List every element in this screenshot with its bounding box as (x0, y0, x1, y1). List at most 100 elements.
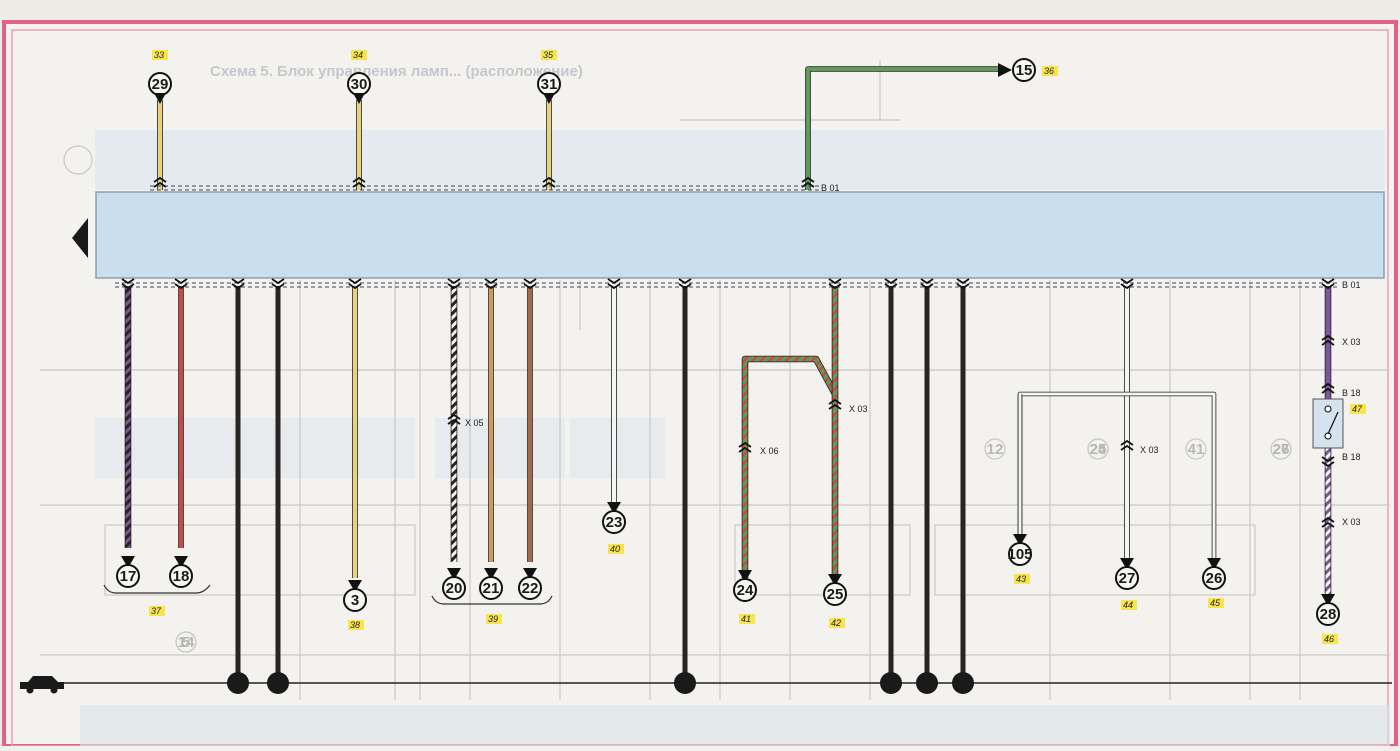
tag-42: 42 (831, 618, 841, 628)
switch-component (1312, 398, 1344, 449)
x03-chevron-27 (1120, 439, 1134, 451)
pointer-triangle-icon (72, 218, 88, 258)
connector-24-arrow-icon (738, 570, 752, 582)
top-connector-chevron (801, 176, 815, 188)
connector-105-arrow-icon (1013, 534, 1027, 546)
bottom-connector-chevron (231, 278, 245, 290)
connector-22 (518, 576, 542, 600)
connector-26-arrow-icon (1207, 558, 1221, 570)
tag-36: 36 (1044, 66, 1054, 76)
ghost-circle (175, 631, 197, 653)
connector-31-pointer-icon (543, 93, 555, 104)
connector-15-number: 15 (1016, 62, 1033, 79)
ghost-number: 25 (1090, 441, 1107, 458)
connector-18-number: 18 (173, 568, 190, 585)
connector-3 (343, 588, 367, 612)
ghost-number: 5 (182, 634, 190, 651)
tag-41: 41 (741, 614, 751, 624)
connector-20-arrow-icon (447, 568, 461, 580)
tag-39: 39 (488, 614, 498, 624)
ground-point (880, 672, 902, 694)
tag-47: 47 (1352, 404, 1363, 414)
ground-points (227, 672, 974, 694)
connector-105-number: 105 (1007, 546, 1032, 563)
connector-3-number: 3 (351, 592, 359, 609)
ground-point (227, 672, 249, 694)
b18-chevron-bottom (1321, 456, 1335, 468)
bottom-connector-chevron (348, 278, 362, 290)
connector-17-number: 17 (120, 568, 137, 585)
connector-code-x03-bottom: X 03 (1342, 517, 1361, 527)
ground-point (267, 672, 289, 694)
ground-point (952, 672, 974, 694)
connector-26-number: 26 (1206, 570, 1223, 587)
tag-46-bg (1322, 634, 1338, 644)
bottom-connector-chevron (523, 278, 537, 290)
connector-26 (1202, 566, 1226, 590)
bottom-connector-chevron (1120, 278, 1134, 290)
tag-38: 38 (350, 620, 360, 630)
top-connector-chevron (153, 176, 167, 188)
connector-105 (1008, 542, 1032, 566)
ghost-circle (1185, 438, 1207, 460)
tag-45: 45 (1210, 598, 1221, 608)
x06-chevron (738, 441, 752, 453)
connector-23 (602, 510, 626, 534)
top-connector-chevron (352, 176, 366, 188)
top-connector-chevron (542, 176, 556, 188)
ghost-circle (1087, 438, 1109, 460)
ghost-number: 14 (178, 634, 195, 651)
ghost-number: 24 (1090, 441, 1107, 458)
connector-22-number: 22 (522, 580, 539, 597)
ghost-circle (984, 438, 1006, 460)
connector-marks (121, 176, 1335, 528)
wire-15 (806, 67, 1000, 190)
tag-44-bg (1121, 600, 1137, 610)
x03-chevron-25 (828, 398, 842, 410)
tag-46: 46 (1324, 634, 1334, 644)
connector-20 (442, 576, 466, 600)
connector-20-number: 20 (446, 580, 463, 597)
bottom-connector-chevron (484, 278, 498, 290)
ghost-number: 12 (987, 441, 1004, 458)
connector-28 (1316, 602, 1340, 626)
connector-24-number: 24 (737, 582, 754, 599)
connector-29-pointer-icon (154, 93, 166, 104)
tag-43-bg (1014, 574, 1030, 584)
connector-code-x03-27: X 03 (1140, 445, 1159, 455)
tag-45-bg (1208, 598, 1224, 608)
b18-chevron-top (1321, 382, 1335, 394)
tag-43: 43 (1016, 574, 1026, 584)
connector-15 (1012, 58, 1036, 82)
connector-22-arrow-icon (523, 568, 537, 580)
connector-30-pointer-icon (353, 93, 365, 104)
connector-25-arrow-icon (828, 574, 842, 586)
connector-30-number: 30 (351, 76, 368, 93)
x03-chevron-top (1321, 334, 1335, 346)
connector-18-arrow-icon (174, 556, 188, 568)
ghost-number: 41 (1188, 441, 1205, 458)
wires (124, 66, 1332, 683)
bottom-connector-chevron (121, 278, 135, 290)
connector-code-b18-top: B 18 (1342, 388, 1361, 398)
connector-25 (823, 582, 847, 606)
connector-21-arrow-icon (484, 568, 498, 580)
bottom-connector-chevron (447, 278, 461, 290)
control-unit-block (95, 191, 1385, 279)
tag-35: 35 (543, 50, 554, 60)
bottom-connector-chevron (174, 278, 188, 290)
bottom-connector-chevron (607, 278, 621, 290)
connector-code-x03-25: X 03 (849, 404, 868, 414)
tag-38-bg (348, 620, 364, 630)
connector-21-number: 21 (483, 580, 500, 597)
ground-point (674, 672, 696, 694)
tag-36-bg (1042, 66, 1058, 76)
bottom-connector-chevron (1321, 278, 1335, 290)
bottom-connector-chevron (678, 278, 692, 290)
background-print-through (40, 60, 1390, 746)
tag-40: 40 (610, 544, 620, 554)
connector-31-number: 31 (541, 76, 558, 93)
